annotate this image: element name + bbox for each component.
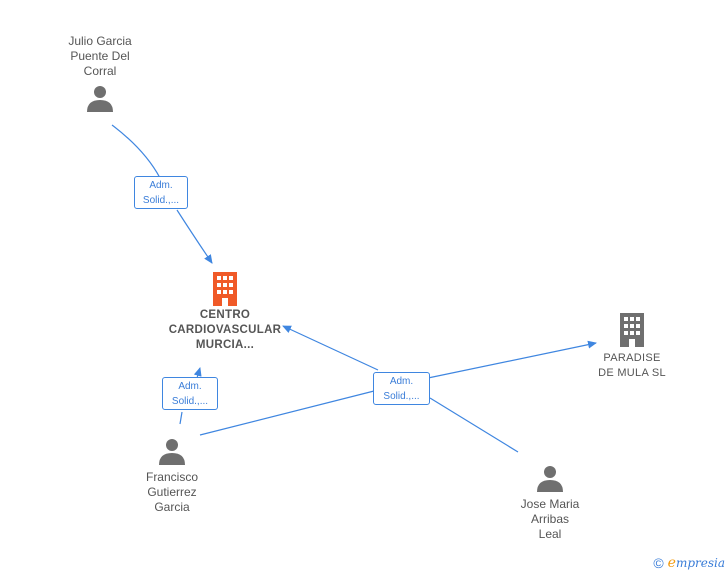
person-name: Jose Maria Arribas Leal [520, 497, 580, 541]
person-icon [159, 439, 185, 465]
edge-label-julio-centro[interactable]: Adm. Solid.,... [134, 176, 188, 209]
edge-francisco-to-centro [179, 368, 200, 425]
building-icon [620, 313, 644, 347]
person-icon [87, 86, 113, 112]
brand-logo-text: mpresia [675, 556, 725, 570]
edge-francisco-to-paradise [199, 343, 596, 436]
edge-julio-to-centro [111, 124, 212, 263]
person-node-francisco[interactable]: Francisco Gutierrez Garcia [122, 436, 222, 515]
person-icon [537, 466, 563, 492]
empresia-brand[interactable]: ©empresia [653, 555, 725, 571]
edge-jose-to-centro [283, 326, 519, 453]
edge-label-jose-shared[interactable]: Adm. Solid.,... [373, 372, 430, 405]
building-icon [213, 272, 237, 306]
person-name: Julio Garcia Puente Del Corral [68, 34, 132, 78]
copyright-icon: © [653, 555, 664, 571]
person-node-julio[interactable]: Julio Garcia Puente Del Corral [50, 34, 150, 113]
company-name: PARADISE DE MULA SL [598, 352, 666, 379]
company-node-paradise[interactable]: PARADISE DE MULA SL [586, 313, 678, 381]
brand-logo-e: e [667, 555, 676, 571]
company-name: CENTRO CARDIOVASCULAR MURCIA... [168, 309, 282, 351]
person-node-jose[interactable]: Jose Maria Arribas Leal [500, 463, 600, 542]
person-name: Francisco Gutierrez Garcia [145, 470, 198, 514]
company-node-centro[interactable]: CENTRO CARDIOVASCULAR MURCIA... [158, 272, 292, 353]
edge-label-francisco-centro[interactable]: Adm. Solid.,... [162, 377, 218, 410]
